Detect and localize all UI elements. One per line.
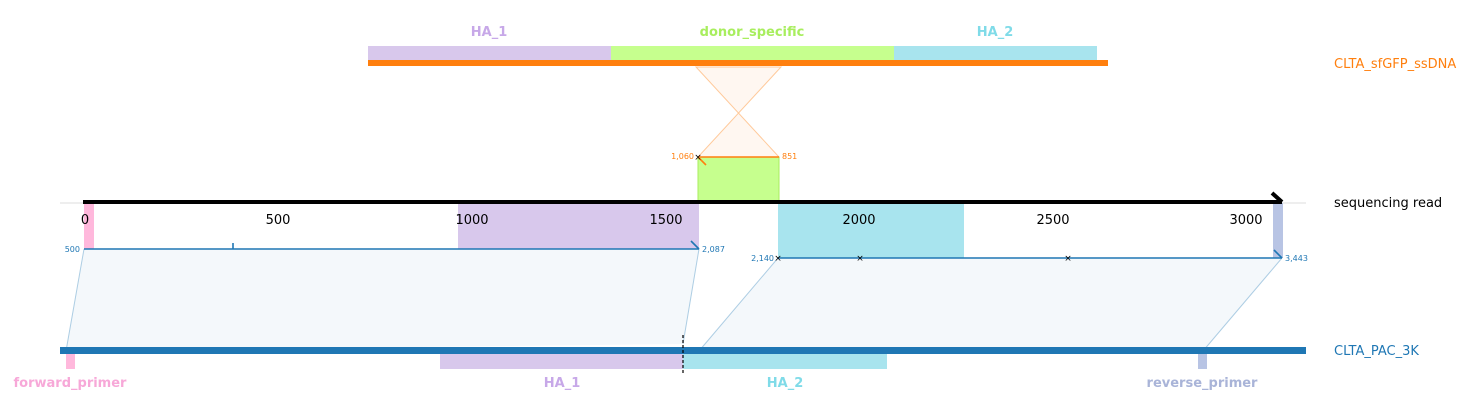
donor-mismatch-marker: × <box>694 153 702 163</box>
ref-track-name: CLTA_PAC_3K <box>1334 344 1419 359</box>
donor-alignment-start-label: 1,060 <box>671 152 694 161</box>
read-feature-ha2 <box>778 203 964 258</box>
read-tick-label: 2000 <box>842 213 875 228</box>
ref-left-alignment-band <box>66 249 699 351</box>
ssdna-feature-label-donor-specific: donor_specific <box>700 25 805 40</box>
ref-right-alignment: × × × 2,140 3,443 <box>698 249 1308 352</box>
read-feature-rev-primer <box>1273 203 1283 258</box>
ssdna-feature-label-ha2: HA_2 <box>977 25 1014 40</box>
ref-left-band-edge <box>65 248 85 352</box>
ref-right-mismatch-marker: × <box>856 254 864 264</box>
ref-left-start-label: 500 <box>65 245 80 254</box>
ref-right-mismatch-marker: × <box>774 254 782 264</box>
ref-feature-ha1 <box>440 351 683 369</box>
read-tick-label: 2500 <box>1036 213 1069 228</box>
ref-right-end-label: 3,443 <box>1285 254 1308 263</box>
ssdna-feature-label-ha1: HA_1 <box>471 25 508 40</box>
read-tick-label: 1000 <box>455 213 488 228</box>
read-track-name: sequencing read <box>1334 196 1442 211</box>
ref-feature-ha2 <box>683 351 887 369</box>
ref-feature-label-ha1: HA_1 <box>544 376 581 391</box>
ssdna-backbone <box>368 60 1108 66</box>
donor-alignment: × 1,060 851 <box>671 66 797 203</box>
ref-left-band-edge <box>682 248 700 345</box>
read-feature-fwd-primer <box>84 203 94 249</box>
ref-right-band-edge <box>698 257 779 352</box>
ssdna-feature-donor-specific <box>611 46 894 61</box>
read-axis-ticks: 0 500 1000 1500 2000 2500 3000 <box>81 213 1263 228</box>
ref-right-start-label: 2,140 <box>751 254 774 263</box>
ref-right-band-edge <box>1202 257 1283 352</box>
donor-alignment-end-label: 851 <box>782 152 797 161</box>
ssdna-feature-ha2 <box>894 46 1097 61</box>
ref-right-alignment-band <box>699 258 1282 351</box>
read-tick-label: 500 <box>266 213 291 228</box>
donor-alignment-band <box>694 66 783 158</box>
ref-left-end-label: 2,087 <box>702 245 725 254</box>
read-axis-arrowhead <box>1270 191 1284 204</box>
read-tick-label: 1500 <box>649 213 682 228</box>
read-track: 0 500 1000 1500 2000 2500 3000 sequencin… <box>60 191 1442 258</box>
donor-alignment-arrow <box>697 156 707 166</box>
ref-feature-label-ha2: HA_2 <box>767 376 804 391</box>
ref-feature-fwd-primer <box>66 351 75 369</box>
ref-feature-label-rev-primer: reverse_primer <box>1147 376 1259 391</box>
ssdna-feature-ha1 <box>368 46 611 61</box>
read-tick-label: 0 <box>81 213 89 228</box>
ref-track: forward_primer HA_1 HA_2 reverse_primer … <box>14 335 1419 391</box>
ref-feature-rev-primer <box>1198 351 1207 369</box>
ref-feature-label-fwd-primer: forward_primer <box>14 376 128 391</box>
ref-left-alignment: 500 2,087 <box>65 240 725 352</box>
ref-left-alignment-arrow <box>690 240 700 250</box>
ref-right-alignment-arrow <box>1273 249 1283 259</box>
ref-right-mismatch-marker: × <box>1064 254 1072 264</box>
read-tick-label: 3000 <box>1229 213 1262 228</box>
read-feature-ha1 <box>458 203 699 249</box>
donor-specific-read-block <box>697 156 780 203</box>
ssdna-track: HA_1 donor_specific HA_2 CLTA_sfGFP_ssDN… <box>368 25 1456 72</box>
ssdna-track-name: CLTA_sfGFP_ssDNA <box>1334 57 1456 72</box>
